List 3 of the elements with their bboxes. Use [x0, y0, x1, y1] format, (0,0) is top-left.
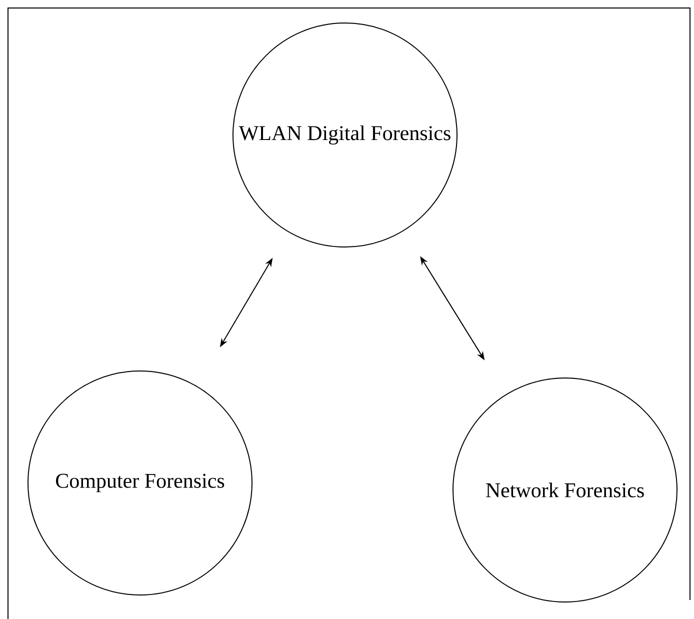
circle-node: Network Forensics — [452, 378, 678, 602]
circle-node: Computer Forensics — [28, 370, 252, 596]
circle-node: WLAN Digital Forensics — [232, 22, 458, 248]
